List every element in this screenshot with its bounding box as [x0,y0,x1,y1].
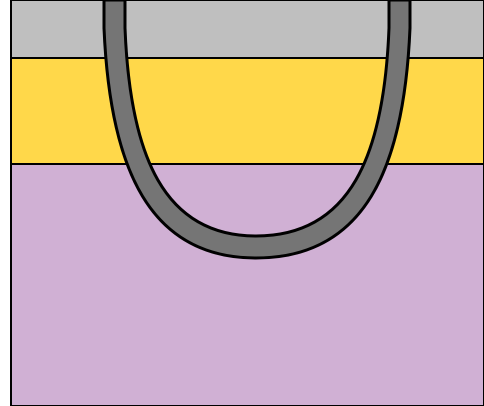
bottom-layer [11,164,484,406]
middle-layer [11,58,484,164]
top-layer [11,0,484,58]
